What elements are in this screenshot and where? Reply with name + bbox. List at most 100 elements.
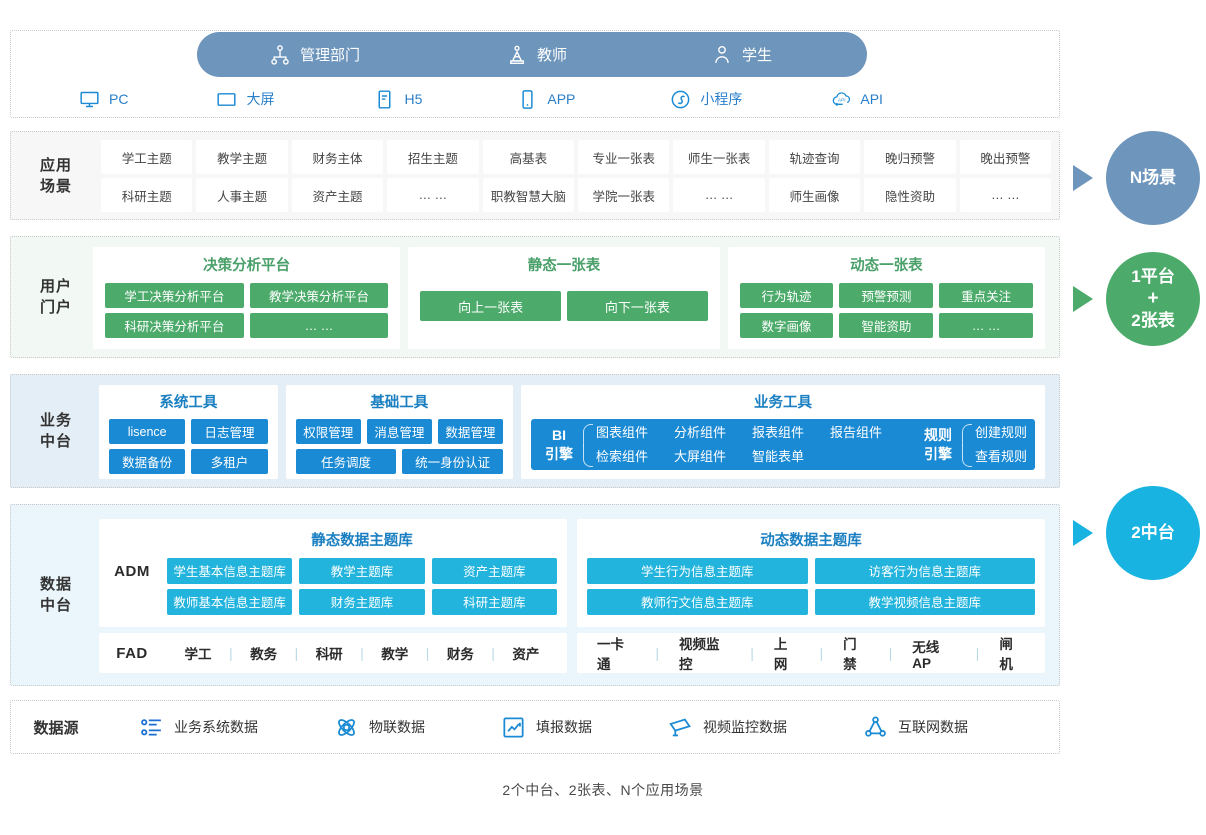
business-tag[interactable]: 日志管理 <box>191 419 268 444</box>
business-tag[interactable]: 数据备份 <box>109 449 186 474</box>
engine-item[interactable]: 分析组件 <box>673 425 726 440</box>
scenario-cell[interactable]: 晚出预警 <box>959 140 1052 174</box>
source-label: 物联数据 <box>369 719 425 735</box>
role-item-management[interactable]: 管理部门 <box>269 44 360 66</box>
engine-item[interactable]: 大屏组件 <box>673 449 726 464</box>
portal-tag[interactable]: 向下一张表 <box>567 291 708 321</box>
data-tag[interactable]: 访客行为信息主题库 <box>814 557 1035 584</box>
scenario-cell[interactable]: … … <box>387 178 479 212</box>
scenario-cell[interactable]: 晚归预警 <box>864 140 956 174</box>
business-tag[interactable]: 数据管理 <box>437 419 503 444</box>
role-item-teacher[interactable]: 教师 <box>506 44 567 66</box>
data-tag[interactable]: 学生基本信息主题库 <box>167 557 293 584</box>
dynamic-source-item[interactable]: 上网 <box>773 637 788 672</box>
business-tag[interactable]: 消息管理 <box>366 419 432 444</box>
portal-tag[interactable]: … … <box>249 313 389 338</box>
channel-item-pc[interactable]: PC <box>79 89 128 110</box>
role-bar: 管理部门 教师 <box>197 32 867 77</box>
source-item-internet[interactable]: 互联网数据 <box>863 715 968 740</box>
channel-item-miniprogram[interactable]: 小程序 <box>670 89 742 110</box>
portal-group-title: 决策分析平台 <box>203 258 291 274</box>
scenario-cell[interactable]: 教学主题 <box>196 140 288 174</box>
scenario-cell[interactable]: 职教智慧大脑 <box>482 178 575 212</box>
engine-item[interactable]: 查看规则 <box>974 449 1027 464</box>
portal-tag[interactable]: … … <box>939 313 1034 338</box>
channel-item-bigscreen[interactable]: 大屏 <box>216 89 274 110</box>
badge-line: 2中台 <box>1131 523 1175 542</box>
scenario-cell[interactable]: 高基表 <box>482 140 575 174</box>
dynamic-source-item[interactable]: 门禁 <box>843 637 857 672</box>
portal-tag[interactable]: 数字画像 <box>739 313 834 338</box>
scenario-cell[interactable]: 人事主题 <box>196 178 288 212</box>
engine-item[interactable]: 报表组件 <box>751 425 804 440</box>
engine-item[interactable]: 图表组件 <box>595 425 648 440</box>
source-item-business-system[interactable]: 业务系统数据 <box>139 715 258 740</box>
engine-panel: BI 引擎 图表组件 分析组件 报表组件 报告组件 <box>530 419 1035 470</box>
scenario-cell[interactable]: 师生画像 <box>768 178 861 212</box>
scenario-cell[interactable]: 专业一张表 <box>578 140 670 174</box>
business-tag[interactable]: 统一身份认证 <box>402 449 503 474</box>
portal-tag[interactable]: 科研决策分析平台 <box>105 313 244 338</box>
role-item-student[interactable]: 学生 <box>711 44 772 66</box>
business-tag[interactable]: 任务调度 <box>295 449 397 474</box>
engine-item[interactable]: 创建规则 <box>974 425 1027 440</box>
fad-item[interactable]: 教务 <box>250 647 278 662</box>
data-tag[interactable]: 教学主题库 <box>299 557 425 584</box>
dynamic-source-item[interactable]: 一卡通 <box>597 637 624 672</box>
data-tag[interactable]: 教师行文信息主题库 <box>587 588 808 615</box>
dynamic-source-item[interactable]: 视频监控 <box>679 637 720 672</box>
engine-item[interactable]: 检索组件 <box>595 449 648 464</box>
portal-tag[interactable]: 向上一张表 <box>420 291 562 321</box>
business-group-title: 基础工具 <box>370 395 429 411</box>
divider: | <box>888 645 893 661</box>
data-tag[interactable]: 财务主题库 <box>299 588 425 615</box>
channel-item-app[interactable]: APP <box>517 89 575 110</box>
portal-group-dynamic-table: 动态一张表 行为轨迹 预警预测 重点关注 数字画像 智能资助 … … <box>727 247 1045 349</box>
scenario-cell[interactable]: 学工主题 <box>101 140 193 174</box>
source-item-form-filling[interactable]: 填报数据 <box>501 715 592 740</box>
fad-item[interactable]: 财务 <box>446 647 474 662</box>
portal-row: 科研决策分析平台 … … <box>105 313 389 338</box>
data-tag[interactable]: 科研主题库 <box>431 588 557 615</box>
scenario-cell[interactable]: 师生一张表 <box>673 140 765 174</box>
scenario-cell[interactable]: 隐性资助 <box>864 178 956 212</box>
portal-tag[interactable]: 学工决策分析平台 <box>105 283 244 308</box>
portal-tag[interactable]: 教学决策分析平台 <box>249 283 389 308</box>
scenario-cell[interactable]: … … <box>959 178 1052 212</box>
data-tag[interactable]: 资产主题库 <box>431 557 557 584</box>
business-tag[interactable]: 权限管理 <box>295 419 361 444</box>
scenario-cell[interactable]: 资产主题 <box>291 178 384 212</box>
portal-tag[interactable]: 智能资助 <box>839 313 934 338</box>
data-tag[interactable]: 教师基本信息主题库 <box>167 588 293 615</box>
scenario-cell[interactable]: 科研主题 <box>101 178 193 212</box>
scenario-cell[interactable]: 学院一张表 <box>578 178 670 212</box>
data-tag[interactable]: 教学视频信息主题库 <box>814 588 1035 615</box>
channel-item-api[interactable]: API API <box>830 89 883 110</box>
portal-tag[interactable]: 重点关注 <box>939 283 1034 308</box>
scenario-cell[interactable]: … … <box>673 178 765 212</box>
api-cloud-icon: API <box>830 89 851 110</box>
source-item-iot[interactable]: 物联数据 <box>334 715 425 740</box>
fad-item[interactable]: 科研 <box>315 647 343 662</box>
fad-item[interactable]: 教学 <box>381 647 409 662</box>
scenario-cell[interactable]: 招生主题 <box>387 140 479 174</box>
portal-tag[interactable]: 预警预测 <box>839 283 934 308</box>
engine-item[interactable]: 报告组件 <box>829 425 882 440</box>
dynamic-source-item[interactable]: 闸机 <box>999 637 1013 672</box>
business-tag[interactable]: lisence <box>109 419 186 444</box>
scenario-cell[interactable]: 财务主体 <box>291 140 384 174</box>
business-tag[interactable]: 多租户 <box>191 449 268 474</box>
data-tag[interactable]: 学生行为信息主题库 <box>587 557 808 584</box>
scenario-cell[interactable]: 轨迹查询 <box>768 140 861 174</box>
mini-program-icon <box>670 89 691 110</box>
fad-item[interactable]: 学工 <box>184 647 212 662</box>
engine-item[interactable]: 智能表单 <box>751 449 804 464</box>
arrow-to-scene-badge <box>1073 165 1093 191</box>
fad-item[interactable]: 资产 <box>512 647 540 662</box>
mobile-app-icon <box>517 89 538 110</box>
fad-layer-row: FAD 学工 | 教务 | 科研 | 教学 | 财务 | 资产 <box>99 633 567 673</box>
dynamic-source-item[interactable]: 无线AP <box>912 639 940 671</box>
portal-tag[interactable]: 行为轨迹 <box>739 283 834 308</box>
channel-item-h5[interactable]: H5 <box>374 89 422 110</box>
source-item-video-surveillance[interactable]: 视频监控数据 <box>668 715 787 740</box>
